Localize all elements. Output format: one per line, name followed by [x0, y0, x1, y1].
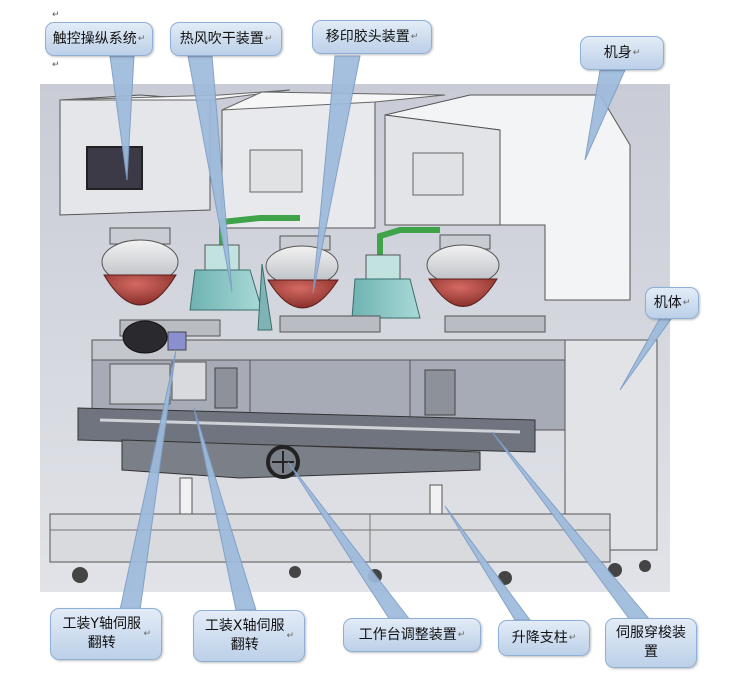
- paragraph-mark: ↵: [458, 626, 466, 645]
- paragraph-mark: ↵: [286, 627, 294, 646]
- callout-label: 机体: [654, 294, 682, 313]
- lift-column-left: [180, 478, 192, 514]
- callout-label: 伺服穿梭装置: [614, 624, 688, 662]
- callout-label: 升降支柱: [512, 629, 568, 648]
- paragraph-mark: ↵: [265, 30, 273, 49]
- callout-label: 工装Y轴伺服翻转: [61, 615, 142, 653]
- paragraph-mark: ↵: [138, 30, 146, 49]
- paragraph-mark: ↵: [683, 294, 691, 313]
- callout-machine-body: 机身↵: [580, 36, 664, 70]
- callout-machine-base: 机体↵: [645, 287, 699, 319]
- paragraph-mark: ↵: [411, 28, 419, 47]
- callout-x-axis-flip: 工装X轴伺服翻转↵: [193, 610, 305, 662]
- callout-label: 机身: [604, 44, 632, 63]
- callout-label: 工作台调整装置: [359, 626, 457, 645]
- callout-touch-control: 触控操纵系统↵: [45, 22, 153, 56]
- callout-servo-shuttle: 伺服穿梭装置: [605, 618, 697, 668]
- callout-table-adjust: 工作台调整装置↵: [343, 618, 481, 652]
- callout-hot-air-dryer: 热风吹干装置↵: [170, 22, 282, 56]
- callout-label: 工装X轴伺服翻转: [204, 617, 285, 655]
- print-bed-right: [445, 316, 545, 332]
- callout-y-axis-flip: 工装Y轴伺服翻转↵: [50, 608, 162, 660]
- callout-pad-head: 移印胶头装置↵: [312, 20, 432, 54]
- callout-lift-column: 升降支柱↵: [498, 620, 590, 656]
- callout-label: 热风吹干装置: [180, 30, 264, 49]
- callout-label: 触控操纵系统: [53, 30, 137, 49]
- paragraph-mark: ↵: [569, 629, 577, 648]
- paragraph-mark: ↵: [143, 625, 151, 644]
- callout-label: 移印胶头装置: [326, 28, 410, 47]
- paragraph-mark: ↵: [633, 44, 641, 63]
- print-bed-middle: [280, 316, 380, 332]
